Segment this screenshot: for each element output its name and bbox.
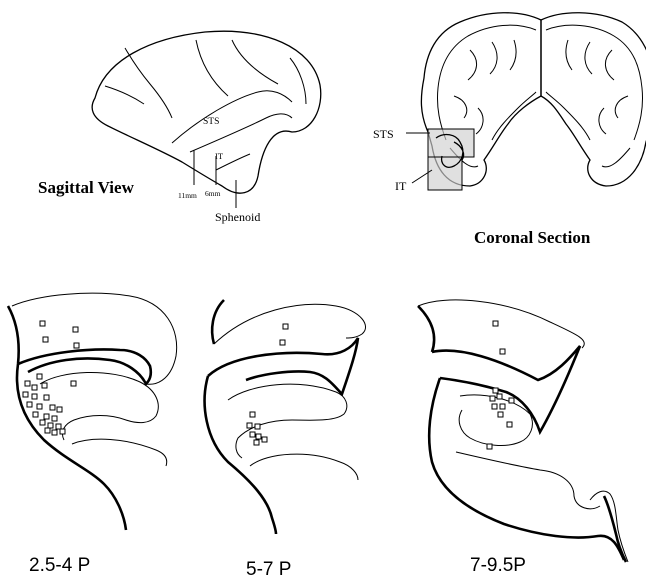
cell-marker xyxy=(492,404,497,409)
cell-marker xyxy=(52,430,57,435)
cell-marker xyxy=(280,340,285,345)
section-2-lower-boundary xyxy=(205,376,276,534)
cell-marker xyxy=(50,405,55,410)
coronal-it-region-box xyxy=(428,157,462,190)
cell-marker xyxy=(37,404,42,409)
cell-marker xyxy=(487,444,492,449)
cell-marker xyxy=(498,412,503,417)
cell-marker xyxy=(493,321,498,326)
cell-marker xyxy=(247,423,252,428)
section-2-sulcus-bank xyxy=(208,338,358,394)
section-1-outer-boundary xyxy=(8,306,126,530)
cell-marker xyxy=(254,440,259,445)
cell-marker xyxy=(27,402,32,407)
cell-marker xyxy=(40,420,45,425)
section-1-label: 2.5-4 P xyxy=(29,555,90,576)
cell-marker xyxy=(250,412,255,417)
sagittal-lunate-sulcus xyxy=(290,58,306,104)
section-3-lower-cortex xyxy=(456,452,600,509)
cell-marker xyxy=(500,349,505,354)
section-2-upper-cortex xyxy=(214,304,366,344)
sagittal-central-sulcus xyxy=(196,40,228,96)
cell-marker xyxy=(256,434,261,439)
section-3-sulcus-bank xyxy=(432,346,580,432)
cell-marker xyxy=(283,324,288,329)
coronal-title: Coronal Section xyxy=(474,228,591,247)
section-1-lower-cortex xyxy=(72,439,167,466)
sagittal-brain-outline xyxy=(92,31,321,193)
section-3-rhinal-inner xyxy=(604,496,626,562)
cell-marker xyxy=(500,404,505,409)
section-3 xyxy=(418,300,628,562)
section-3-upper-cortex xyxy=(418,300,584,348)
cell-marker xyxy=(250,432,255,437)
coronal-right-inner-cortex xyxy=(546,25,643,167)
coronal-sts-label: STS xyxy=(373,127,394,141)
cell-marker xyxy=(57,407,62,412)
cell-marker xyxy=(56,424,61,429)
coronal-sts-region-box xyxy=(428,129,474,157)
cell-marker xyxy=(52,416,57,421)
coronal-section xyxy=(406,13,646,190)
section-2 xyxy=(205,300,366,534)
sagittal-6mm-label: 6mm xyxy=(205,189,221,198)
cell-marker xyxy=(37,374,42,379)
section-1 xyxy=(8,293,177,530)
cell-marker xyxy=(44,395,49,400)
sagittal-11mm-label: 11mm xyxy=(178,191,197,200)
section-2-label: 5-7 P xyxy=(246,559,291,578)
cell-marker xyxy=(42,383,47,388)
sagittal-intraparietal-sulcus xyxy=(232,40,278,84)
section-2-inner-cortex xyxy=(228,384,347,458)
cell-marker xyxy=(33,412,38,417)
cell-marker xyxy=(497,394,502,399)
cell-marker xyxy=(45,428,50,433)
cell-marker xyxy=(509,398,514,403)
cell-marker xyxy=(74,343,79,348)
sagittal-sphenoid-label: Sphenoid xyxy=(215,210,260,224)
cell-marker xyxy=(32,385,37,390)
sagittal-principal-sulcus xyxy=(105,86,144,104)
cell-marker xyxy=(43,337,48,342)
cell-marker xyxy=(507,422,512,427)
sagittal-sts-label: STS xyxy=(203,117,219,127)
section-3-cell-markers xyxy=(487,321,514,449)
cell-marker xyxy=(60,429,65,434)
section-2-lower-cortex xyxy=(250,454,358,480)
cell-marker xyxy=(48,423,53,428)
section-1-inner-cortex xyxy=(40,372,158,440)
cell-marker xyxy=(255,424,260,429)
sagittal-arcuate-sulcus xyxy=(125,48,172,118)
coronal-it-label: IT xyxy=(395,179,407,193)
cell-marker xyxy=(490,396,495,401)
section-1-cell-markers xyxy=(23,321,79,435)
cell-marker xyxy=(493,388,498,393)
section-3-label: 7-9.5P xyxy=(470,555,526,576)
cell-marker xyxy=(73,327,78,332)
cell-marker xyxy=(40,321,45,326)
sagittal-it-label: IT xyxy=(215,151,224,161)
cell-marker xyxy=(32,394,37,399)
sagittal-title: Sagittal View xyxy=(38,178,135,197)
coronal-right-hemisphere xyxy=(541,13,646,186)
cell-marker xyxy=(25,381,30,386)
section-3-top-boundary xyxy=(418,306,434,352)
cell-marker xyxy=(44,414,49,419)
cell-marker xyxy=(71,381,76,386)
cell-marker xyxy=(262,437,267,442)
cell-marker xyxy=(23,392,28,397)
